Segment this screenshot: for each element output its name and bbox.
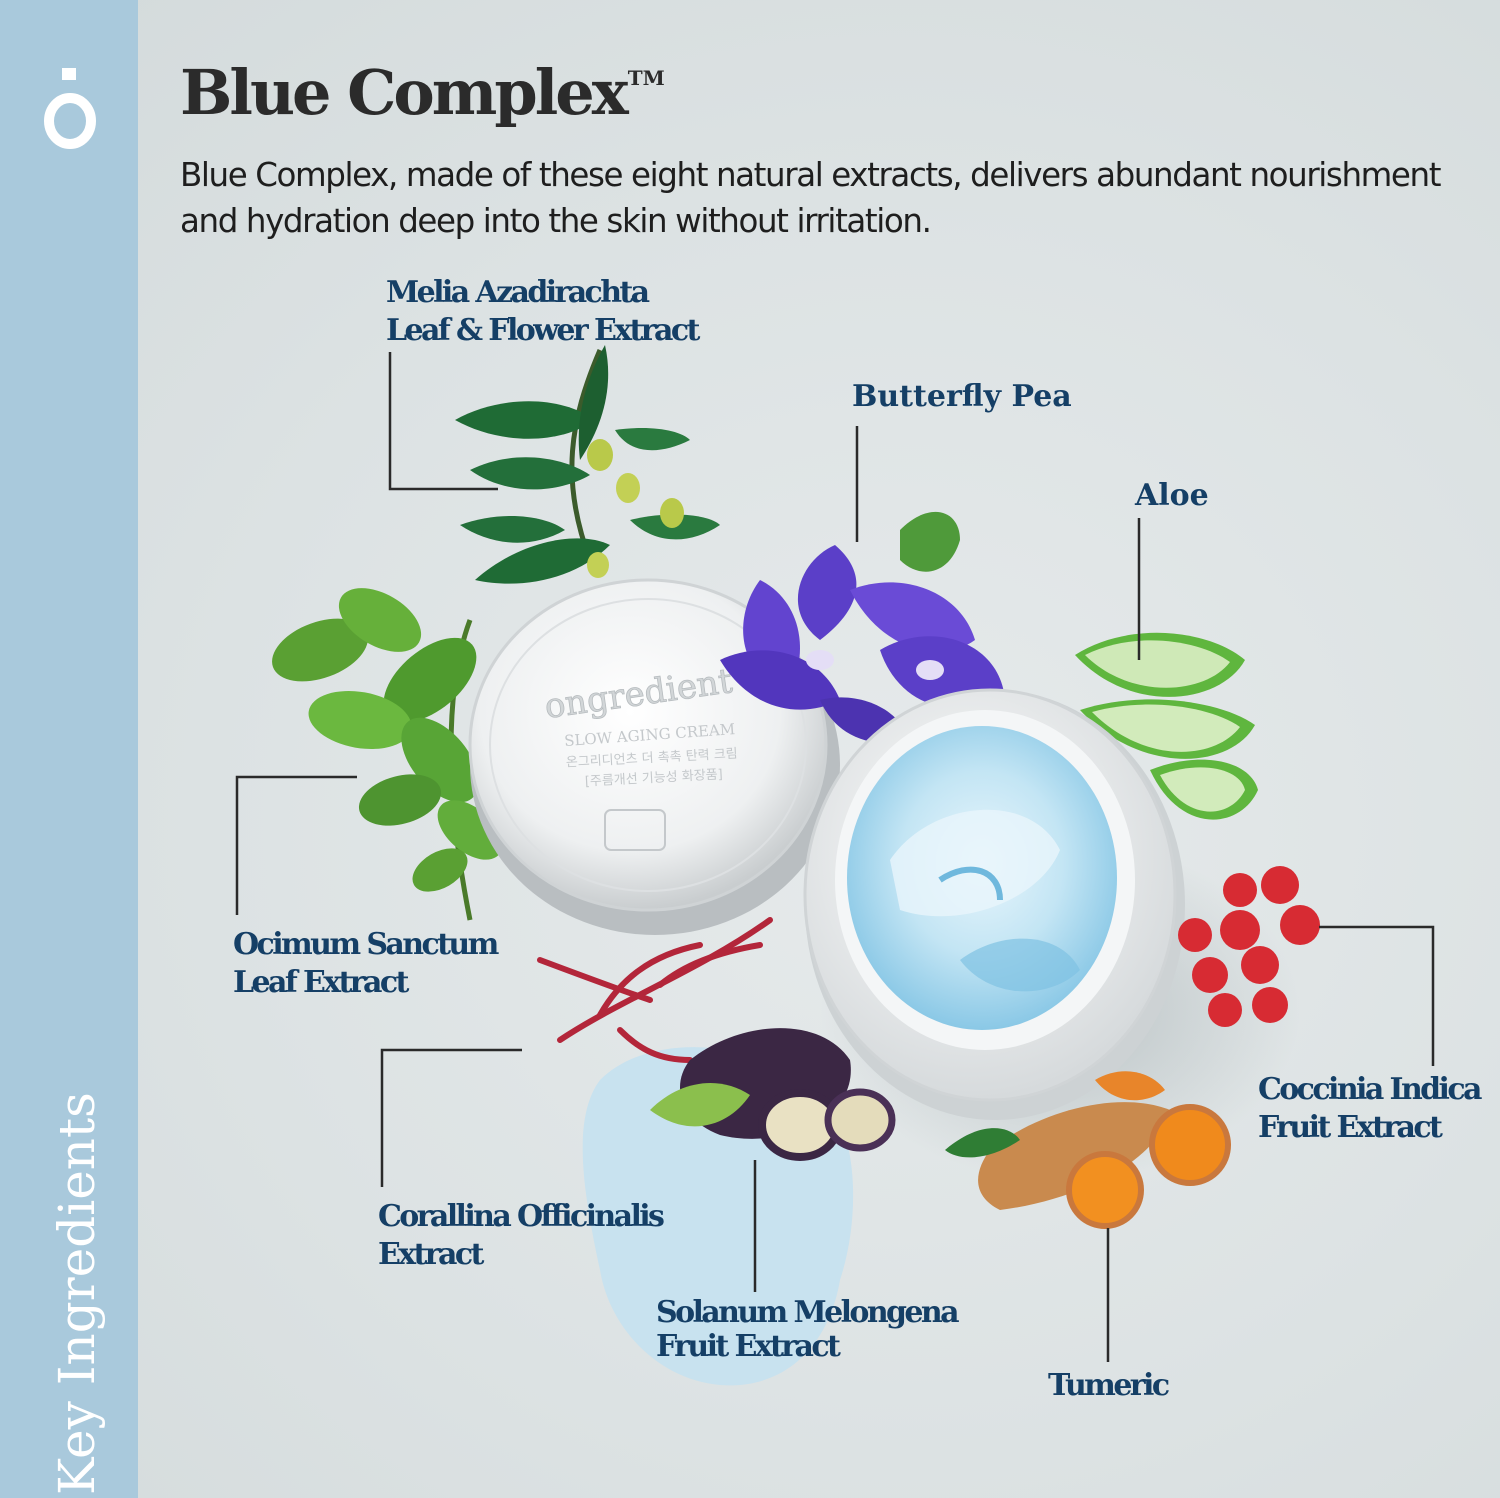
turmeric-roots xyxy=(945,1071,1231,1229)
lid-korean-line2: [주름개선 기능성 화장품] xyxy=(585,767,724,789)
coral-branches xyxy=(537,917,773,1063)
label-tumeric: Tumeric xyxy=(1048,1368,1170,1403)
trademark-mark: TM xyxy=(627,66,665,90)
page-description: Blue Complex, made of these eight natura… xyxy=(180,156,1441,240)
title-text: Blue Complex xyxy=(180,56,629,129)
sidebar-strip: Key Ingredients xyxy=(0,0,138,1498)
butterfly-pea-flowers xyxy=(720,511,1005,744)
leader-lines xyxy=(235,352,1435,1362)
eggplant xyxy=(650,1028,896,1161)
label-butterfly-pea: Butterfly Pea xyxy=(852,379,1072,414)
aloe-slices xyxy=(1075,632,1258,820)
melia-leaves xyxy=(455,345,720,584)
label-aloe: Aloe xyxy=(1135,478,1209,513)
coccinia-berries xyxy=(1178,866,1320,1027)
cream-jar xyxy=(803,688,1185,1120)
o-dot-logo-icon xyxy=(44,68,96,149)
